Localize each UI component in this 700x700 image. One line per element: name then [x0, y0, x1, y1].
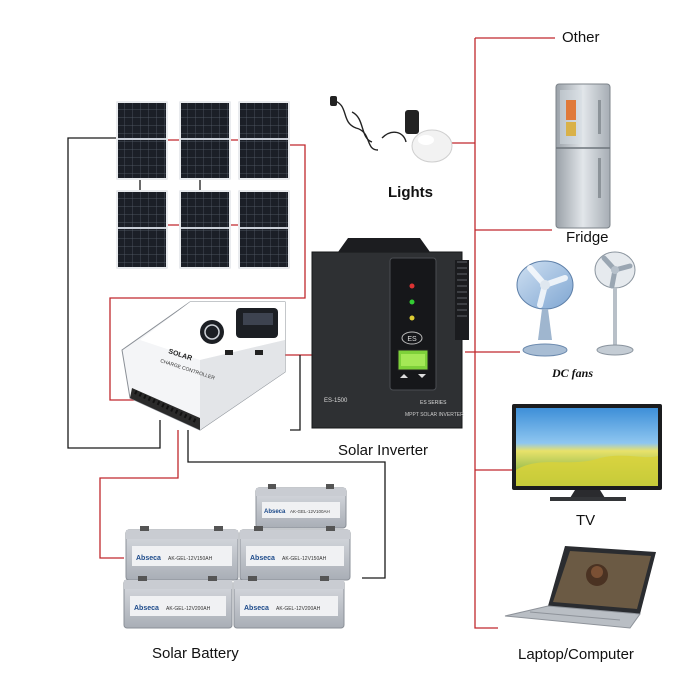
panel-string-red [109, 144, 306, 401]
battery-icon: Abseca AK-GEL-12V100AH [255, 484, 347, 529]
battery-icon: Abseca AK-GEL-12V200AH [123, 576, 233, 629]
solar-panel-icon [116, 101, 168, 180]
controller-to-battery-black [187, 430, 386, 579]
charge-controller-icon: SOLAR CHARGE CONTROLLER [121, 301, 286, 431]
battery-icon: Abseca AK-GEL-12V150AH [239, 526, 351, 581]
inverter-icon: ES ES-1500 ES SERIES MPPT SOLAR INVERTER [311, 238, 469, 429]
panel-string-black [67, 137, 161, 449]
inverter-subtitle: MPPT SOLAR INVERTER [405, 412, 464, 418]
fan-icon [594, 251, 636, 356]
inverter-series: ES SERIES [420, 400, 447, 406]
label-other: Other [562, 29, 600, 46]
battery-brand: Abseca [136, 555, 161, 562]
label-tv: TV [576, 512, 596, 529]
solar-panel-icon [238, 190, 290, 269]
label-dc-fans: DC fans [552, 366, 594, 380]
solar-panel-icon [116, 190, 168, 269]
battery-model: AK-GEL-12V100AH [290, 509, 330, 514]
controller-to-battery-red [99, 430, 179, 559]
battery-bank: Abseca AK-GEL-12V100AH Abseca AK-GEL-12V… [123, 484, 351, 629]
battery-model: AK-GEL-12V150AH [282, 556, 327, 562]
panel-link-1 [168, 139, 238, 226]
battery-model: AK-GEL-12V200AH [166, 606, 211, 612]
solar-panel-icon [238, 101, 290, 180]
light-bulb-icon [330, 96, 453, 163]
battery-brand: Abseca [244, 605, 269, 612]
battery-model: AK-GEL-12V200AH [276, 606, 321, 612]
battery-brand: Abseca [264, 509, 286, 515]
inverter-model: ES-1500 [324, 398, 348, 404]
label-lights: Lights [388, 184, 433, 201]
laptop-icon [504, 546, 656, 629]
battery-icon: Abseca AK-GEL-12V150AH [125, 526, 239, 581]
battery-icon: Abseca AK-GEL-12V200AH [233, 576, 345, 629]
label-solar-inverter: Solar Inverter [338, 442, 429, 459]
fan-icon [516, 260, 574, 357]
inverter-badge: ES [407, 336, 417, 343]
solar-panel-icon [179, 101, 231, 180]
tv-icon [512, 404, 662, 501]
load-bus-wire [474, 38, 498, 629]
solar-panel-icon [179, 190, 231, 269]
solar-panel-array [116, 101, 290, 269]
battery-brand: Abseca [250, 555, 275, 562]
label-solar-battery: Solar Battery [152, 645, 239, 662]
controller-to-inverter-neg [290, 355, 301, 431]
fridge-icon [555, 83, 611, 229]
battery-brand: Abseca [134, 605, 159, 612]
label-fridge: Fridge [566, 229, 609, 246]
battery-model: AK-GEL-12V150AH [168, 556, 213, 562]
label-laptop: Laptop/Computer [518, 646, 634, 663]
